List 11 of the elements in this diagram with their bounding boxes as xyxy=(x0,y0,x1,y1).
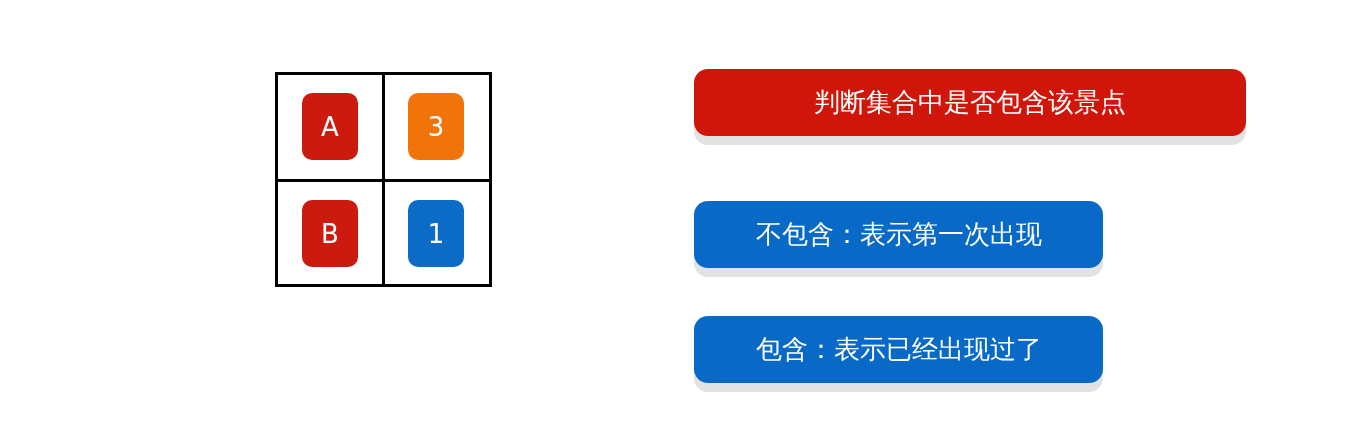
node-label: 不包含：表示第一次出现 xyxy=(755,218,1042,251)
number-tile xyxy=(408,93,464,160)
node-label: 包含：表示已经出现过了 xyxy=(755,333,1042,366)
node-label: B xyxy=(321,218,339,249)
letter-tile xyxy=(302,93,358,160)
number-tile xyxy=(408,200,464,267)
node-label: 判断集合中是否包含该景点 xyxy=(814,86,1126,119)
node-label: 1 xyxy=(427,218,445,249)
node-label: A xyxy=(321,111,339,142)
node-label: 3 xyxy=(427,111,445,142)
letter-tile xyxy=(302,200,358,267)
